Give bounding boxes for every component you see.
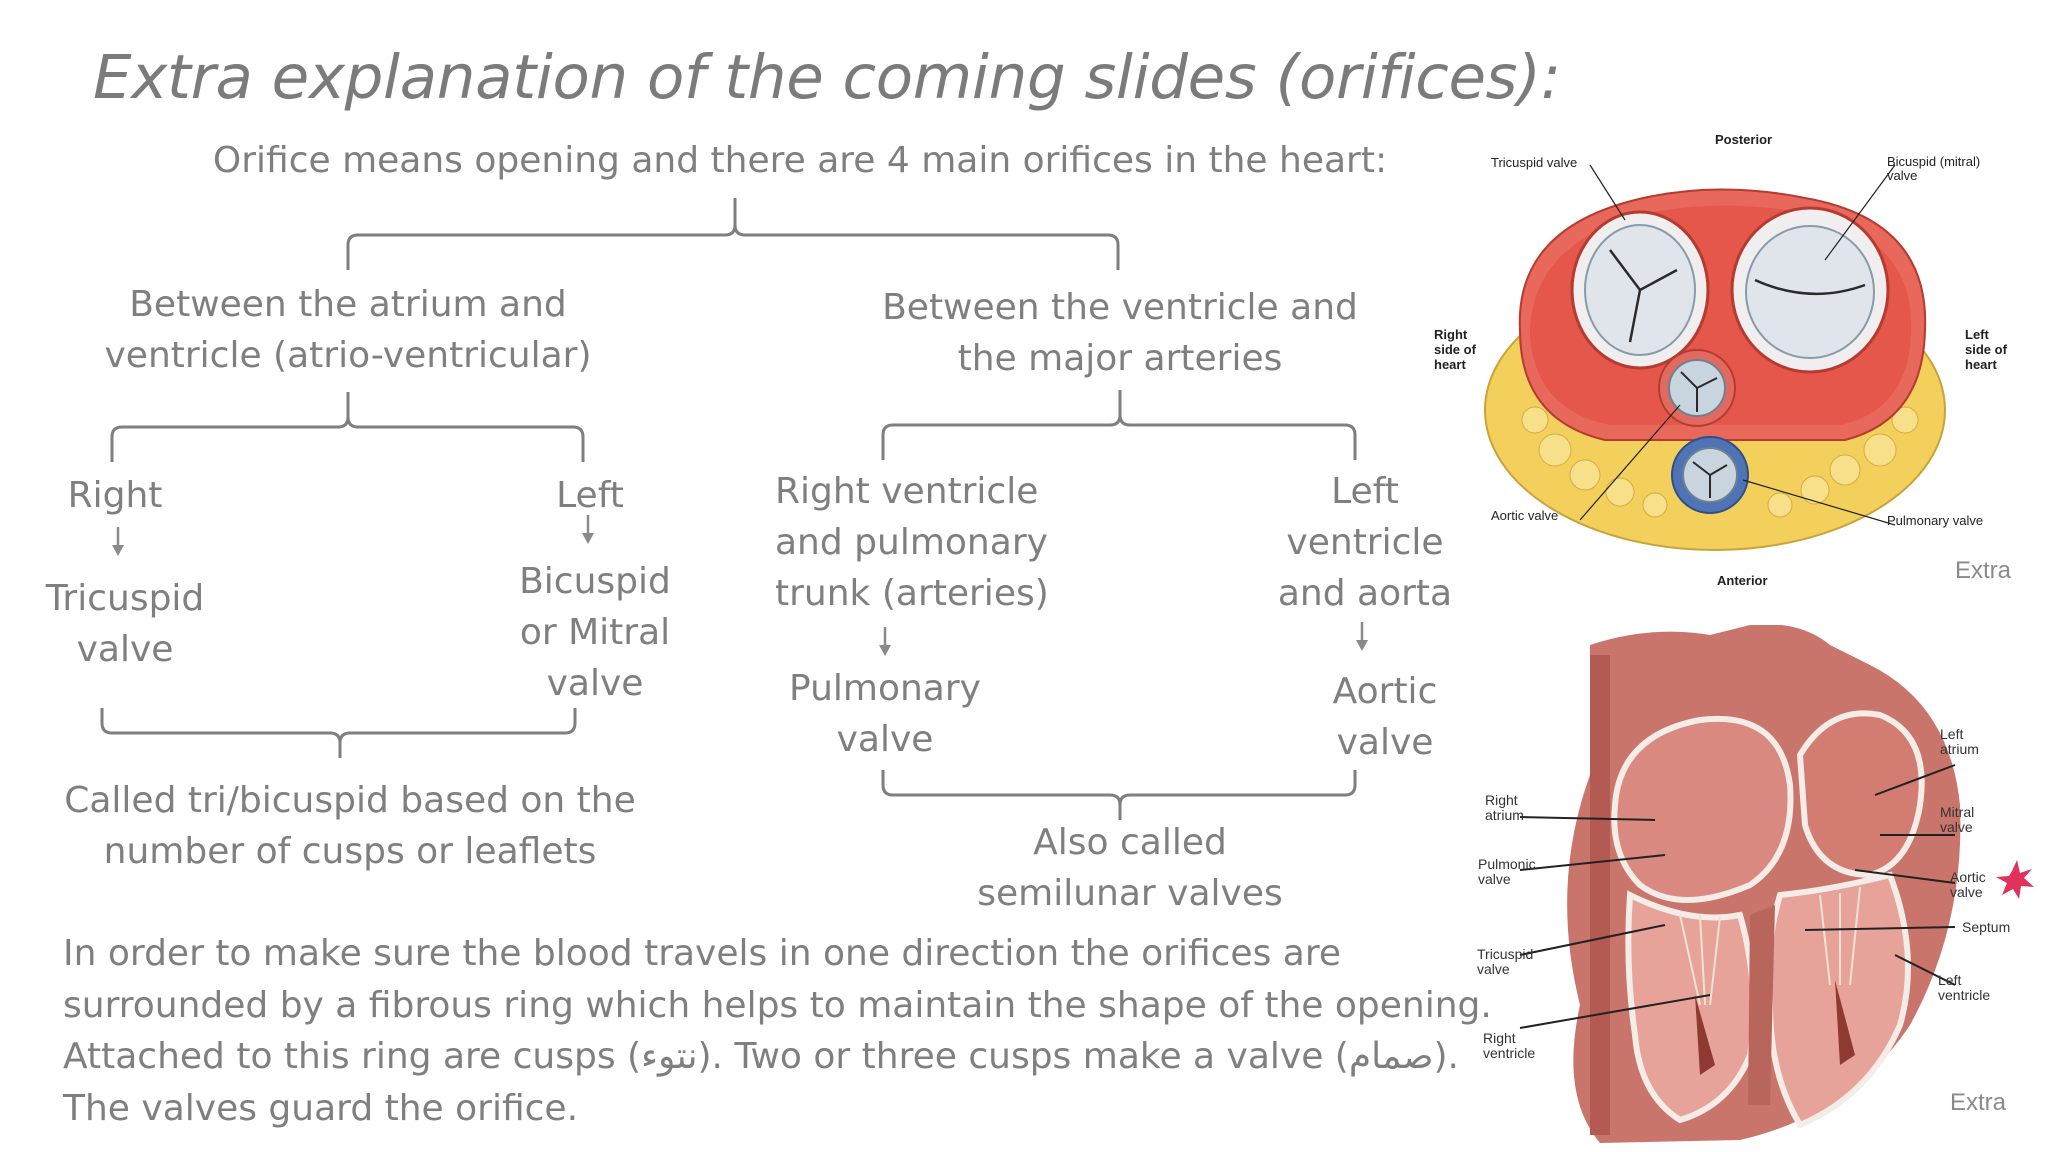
left-atrium-callout: Left atrium	[1940, 727, 1979, 757]
pulmonic-line1: Pulmonic	[1478, 856, 1536, 872]
lv-line3: and aorta	[1277, 573, 1453, 614]
left-atrium-line1: Left	[1940, 726, 1964, 742]
pulmonary-valve-label: Pulmonary valve	[780, 663, 990, 765]
right-side-line1: Right	[1434, 327, 1468, 342]
septum-callout: Septum	[1962, 919, 2011, 935]
rv-pulmonary-trunk: Right ventricle and pulmonary trunk (art…	[775, 466, 1049, 619]
extra-label-top: Extra	[1955, 557, 2012, 584]
mitral-valve-label: Bicuspid or Mitral valve	[500, 556, 690, 709]
left-ventricle-line1: Left	[1938, 972, 1962, 988]
heart-section-illustration	[1519, 625, 2034, 1143]
aortic-line2: valve	[1336, 722, 1434, 763]
heart-section-figure: Right atrium Pulmonic valve Tricuspid va…	[1450, 625, 2040, 1145]
tricuspid-callout-line2: valve	[1477, 961, 1510, 977]
av-heading-line1: Between the atrium and	[129, 284, 567, 325]
right-ventricle-callout: Right ventricle	[1483, 1031, 1535, 1061]
rv-line1: Right ventricle	[775, 471, 1039, 512]
bicuspid-callout-line2: valve	[1887, 168, 1918, 183]
brace-left-branch	[110, 392, 585, 462]
extra-label-bottom: Extra	[1950, 1089, 2007, 1116]
brace-right-branch	[881, 390, 1357, 460]
page-title: Extra explanation of the coming slides (…	[93, 42, 1561, 113]
mitral-line3: valve	[546, 663, 644, 704]
lv-aorta: Left ventricle and aorta	[1265, 466, 1465, 619]
paragraph-line3: Attached to this ring are cusps (نتوء). …	[63, 1036, 1459, 1077]
semilunar-note: Also called semilunar valves	[960, 817, 1300, 919]
aortic-callout: Aortic valve	[1491, 508, 1559, 523]
tricuspid-valve-callout: Tricuspid valve	[1477, 947, 1533, 977]
mitral-valve-callout: Mitral valve	[1940, 805, 1974, 835]
right-atrium-line2: atrium	[1485, 807, 1524, 823]
tricuspid-callout: Tricuspid valve	[1491, 155, 1578, 170]
right-side-line2: side of	[1434, 342, 1476, 357]
bicuspid-callout: Bicuspid (mitral) valve	[1887, 155, 1980, 183]
brace-left-bottom	[100, 708, 577, 758]
tricuspid-valve-label: Tricuspid valve	[30, 573, 220, 675]
rv-line2: and pulmonary	[775, 522, 1048, 563]
valves-cross-section-figure: Posterior Anterior Tricuspid valve Bicus…	[1425, 120, 2025, 600]
left-atrium-line2: atrium	[1940, 741, 1979, 757]
right-atrium-callout: Right atrium	[1485, 793, 1524, 823]
pulmonary-callout: Pulmonary valve	[1887, 513, 1984, 528]
left-side-label: Left side of heart	[1965, 327, 2007, 372]
left-side-line2: side of	[1965, 342, 2007, 357]
tricuspid-line2: valve	[76, 629, 174, 670]
av-note-line2: number of cusps or leaflets	[103, 831, 597, 872]
av-note: Called tri/bicuspid based on the number …	[40, 775, 660, 877]
lv-line1: Left	[1331, 471, 1399, 512]
right-side-label: Right side of heart	[1434, 327, 1476, 372]
right-side-line3: heart	[1434, 357, 1466, 372]
right-ventricle-line2: ventricle	[1483, 1045, 1536, 1061]
right-atrium-line1: Right	[1485, 792, 1518, 808]
left-label: Left	[556, 475, 624, 516]
pulmonary-line1: Pulmonary	[789, 668, 981, 709]
semilunar-heading-line2: the major arteries	[957, 338, 1283, 379]
pulmonary-line2: valve	[836, 719, 934, 760]
aortic-valve-label: Aortic valve	[1300, 666, 1470, 768]
mitral-line2: or Mitral	[519, 612, 671, 653]
av-note-line1: Called tri/bicuspid based on the	[64, 780, 636, 821]
subtitle: Orifice means opening and there are 4 ma…	[212, 140, 1388, 181]
diagram-connectors	[100, 198, 1368, 820]
semilunar-heading: Between the ventricle and the major arte…	[865, 282, 1375, 384]
tricuspid-callout-line1: Tricuspid	[1477, 946, 1534, 962]
aortic-line1: Aortic	[1332, 671, 1438, 712]
brace-right-bottom	[881, 770, 1357, 820]
aortic-callout-line2: valve	[1950, 884, 1983, 900]
brace-top	[346, 198, 1120, 270]
semilunar-note-line1: Also called	[1033, 822, 1227, 863]
paragraph-line2: surrounded by a fibrous ring which helps…	[63, 984, 1492, 1026]
anterior-label: Anterior	[1717, 573, 1768, 588]
right-ventricle-line1: Right	[1483, 1030, 1516, 1046]
tricuspid-line1: Tricuspid	[45, 578, 205, 619]
posterior-label: Posterior	[1715, 132, 1773, 147]
lv-line2: ventricle	[1286, 522, 1444, 563]
left-side-line3: heart	[1965, 357, 1997, 372]
paragraph-line4: The valves guard the orifice.	[63, 1087, 579, 1129]
semilunar-heading-line1: Between the ventricle and	[882, 287, 1358, 328]
rv-line3: trunk (arteries)	[775, 573, 1049, 614]
left-side-line1: Left	[1965, 327, 1989, 342]
left-ventricle-line2: ventricle	[1938, 987, 1991, 1003]
mitral-callout-line1: Mitral	[1940, 804, 1975, 820]
aortic-valve-callout: Aortic valve	[1950, 870, 1986, 900]
av-heading: Between the atrium and ventricle (atrio-…	[98, 279, 598, 381]
pulmonic-line2: valve	[1478, 871, 1511, 887]
heart-valves-illustration	[1484, 164, 1946, 551]
semilunar-note-line2: semilunar valves	[977, 873, 1283, 914]
paragraph-line1: In order to make sure the blood travels …	[63, 933, 1341, 974]
mitral-line1: Bicuspid	[519, 561, 671, 602]
mitral-callout-line2: valve	[1940, 819, 1973, 835]
right-label: Right	[67, 475, 163, 516]
explanation-paragraph: In order to make sure the blood travels …	[63, 928, 1492, 1134]
left-ventricle-callout: Left ventricle	[1938, 973, 1990, 1003]
pulmonic-valve-callout: Pulmonic valve	[1478, 857, 1536, 887]
aortic-callout-line1: Aortic	[1950, 869, 1986, 885]
bicuspid-callout-line1: Bicuspid (mitral)	[1887, 154, 1981, 169]
av-heading-line2: ventricle (atrio-ventricular)	[104, 335, 592, 376]
